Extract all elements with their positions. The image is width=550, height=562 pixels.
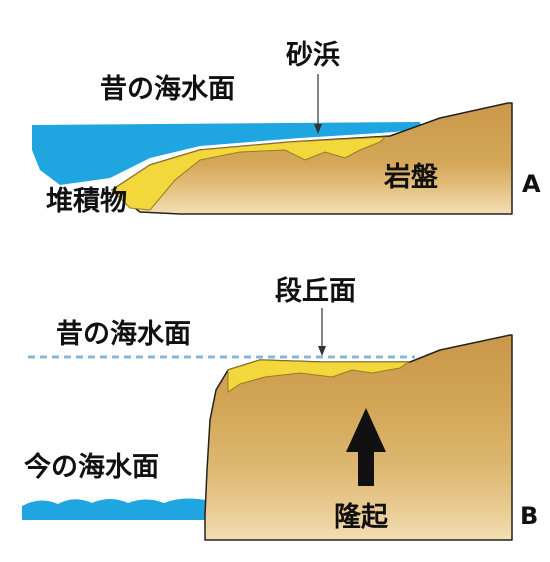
panel-a-beach-arrowhead — [314, 124, 322, 134]
panel-a-old-sea-level-label: 昔の海水面 — [100, 74, 235, 105]
panel-b-terrace-arrowhead — [318, 346, 326, 356]
panel-b-old-sea-level-label: 昔の海水面 — [56, 319, 191, 350]
panel-a-sand-beach-label: 砂浜 — [286, 40, 340, 71]
panel-b-terrace-sediment — [227, 359, 410, 393]
panel-b-letter: B — [520, 502, 538, 530]
panel-a-letter: A — [522, 170, 541, 198]
panel-b-uplift-label: 隆起 — [334, 502, 389, 533]
panel-b-current-sea-level-label: 今の海水面 — [24, 451, 159, 483]
panel-b-current-sea — [22, 498, 206, 520]
panel-a: 昔の海水面 砂浜 岩盤 堆積物 A — [32, 40, 541, 217]
panel-a-bedrock-label: 岩盤 — [383, 162, 439, 193]
panel-a-sediment — [111, 136, 387, 211]
panel-a-sediment-label: 堆積物 — [46, 186, 127, 217]
panel-b: 段丘面 昔の海水面 今の海水面 隆起 B — [22, 276, 538, 541]
panel-b-uplift-arrow — [346, 408, 386, 486]
panel-a-sea — [32, 122, 422, 185]
panel-b-terrace-surface-label: 段丘面 — [275, 276, 356, 307]
